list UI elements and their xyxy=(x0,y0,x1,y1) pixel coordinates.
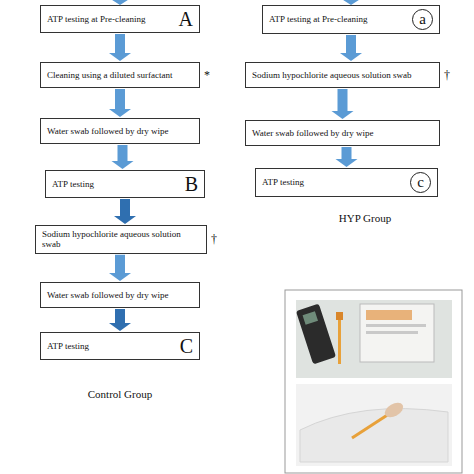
photo-kit xyxy=(296,300,452,378)
box-text: Sodium hypochlorite aqueous solution swa… xyxy=(252,70,433,80)
circled-letter: a xyxy=(412,9,433,30)
block-arrow xyxy=(109,309,131,331)
box-text: ATP testing xyxy=(52,179,181,189)
process-box: ATP testing c xyxy=(255,168,438,197)
swab xyxy=(338,314,341,364)
box-text: ATP testing xyxy=(262,177,406,187)
group-label: HYP Group xyxy=(339,212,391,224)
packet-print xyxy=(366,324,426,327)
packet-print xyxy=(366,331,418,334)
swab-cap xyxy=(336,312,343,320)
step-letter: C xyxy=(180,336,193,356)
block-arrow xyxy=(340,35,362,61)
packet-label xyxy=(366,310,412,320)
footnote-mark: * xyxy=(204,69,210,81)
box-text: ATP testing xyxy=(47,341,176,351)
process-box: ATP testing B xyxy=(45,170,205,198)
process-box: ATP testing C xyxy=(40,332,200,360)
block-arrow xyxy=(332,89,354,119)
block-arrow xyxy=(336,147,358,167)
footnote-mark: † xyxy=(211,233,217,245)
surface xyxy=(300,409,448,462)
luminometer xyxy=(296,304,336,365)
box-text: Sodium hypochlorite aqueous solution swa… xyxy=(42,229,200,250)
swab xyxy=(352,412,392,438)
photo-swabbing xyxy=(296,384,452,466)
process-box: Water swab followed by dry wipe xyxy=(245,120,440,146)
swab-packet xyxy=(360,304,434,362)
block-arrow xyxy=(109,255,131,281)
step-letter: B xyxy=(185,174,198,194)
box-text: ATP testing at Pre-cleaning xyxy=(47,14,175,24)
photo-panel xyxy=(285,290,462,473)
process-box: ATP testing at Pre-cleaning A xyxy=(40,5,200,33)
block-arrow xyxy=(112,145,134,169)
block-arrow xyxy=(109,89,131,117)
box-text: Water swab followed by dry wipe xyxy=(252,128,433,138)
box-text: Water swab followed by dry wipe xyxy=(47,126,193,136)
circled-letter: c xyxy=(410,172,431,193)
box-text: Water swab followed by dry wipe xyxy=(47,290,193,300)
process-box: Water swab followed by dry wipe xyxy=(40,282,200,308)
step-letter: A xyxy=(179,9,193,29)
process-box: Cleaning using a diluted surfactant* xyxy=(40,62,200,88)
footnote-mark: † xyxy=(444,69,450,81)
process-box: Sodium hypochlorite aqueous solution swa… xyxy=(35,225,207,254)
process-box: ATP testing at Pre-cleaning a xyxy=(262,5,440,34)
block-arrow xyxy=(109,34,131,61)
box-text: Cleaning using a diluted surfactant xyxy=(47,70,193,80)
hand xyxy=(382,400,405,420)
group-label: Control Group xyxy=(88,388,152,400)
block-arrow xyxy=(114,199,136,224)
process-box: Water swab followed by dry wipe xyxy=(40,118,200,144)
process-box: Sodium hypochlorite aqueous solution swa… xyxy=(245,62,440,88)
luminometer-screen xyxy=(303,311,318,325)
box-text: ATP testing at Pre-cleaning xyxy=(269,14,408,24)
